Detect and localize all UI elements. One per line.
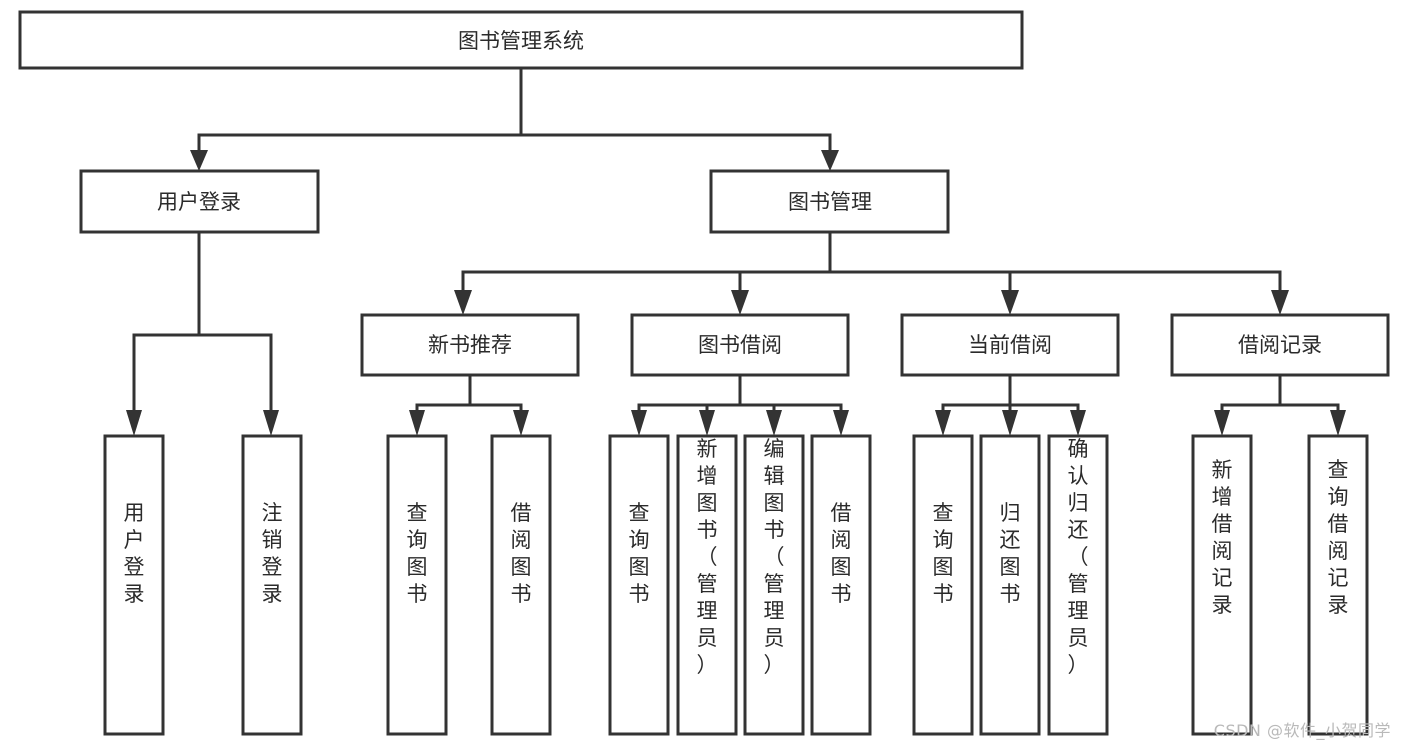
leaf-bb-query-book-box [608, 434, 670, 736]
leaf-node[interactable]: 确认归还（管理员） [1047, 434, 1109, 736]
leaf-node[interactable]: 编辑图书（管理员） [743, 434, 805, 736]
node-current-borrow[interactable]: 当前借阅 [900, 313, 1120, 377]
leaf-node[interactable]: 用户登录 [103, 434, 165, 736]
leaf-br-query-record-box [1307, 434, 1369, 736]
leaf-bb-edit-book-box [743, 434, 805, 736]
leaf-bb-borrow-book-label: 借阅图书 [831, 501, 852, 606]
node-new-book-recommend-label: 新书推荐 [428, 333, 512, 357]
arrow-to-borrow-record [1271, 290, 1289, 315]
node-new-book-recommend[interactable]: 新书推荐 [360, 313, 580, 377]
leaf-bb-add-book-box [676, 434, 738, 736]
arrow-to-user-login [190, 150, 208, 171]
arrow-book-borrow-child-3 [766, 410, 782, 436]
node-borrow-record[interactable]: 借阅记录 [1170, 313, 1390, 377]
node-book-management-label: 图书管理 [788, 190, 872, 214]
leaf-node[interactable]: 新增图书（管理员） [676, 434, 738, 736]
arrow-borrow-record-child-2 [1330, 410, 1346, 436]
leaf-nbr-borrow-book-label: 借阅图书 [511, 501, 532, 606]
arrow-to-current-borrow [1001, 290, 1019, 315]
arrow-current-borrow-child-3 [1070, 410, 1086, 436]
leaf-node[interactable]: 查询图书 [608, 434, 670, 736]
leaf-node[interactable]: 新增借阅记录 [1191, 434, 1253, 736]
leaf-br-add-record-box [1191, 434, 1253, 736]
leaf-br-add-record-label: 新增借阅记录 [1212, 458, 1233, 617]
leaf-cb-confirm-return-box [1047, 434, 1109, 736]
leaf-cb-return-book-box [979, 434, 1041, 736]
leaf-bb-borrow-book-box [810, 434, 872, 736]
node-user-login[interactable]: 用户登录 [79, 169, 320, 234]
leaf-node[interactable]: 归还图书 [979, 434, 1041, 736]
leaf-cb-confirm-return-label: 确认归还（管理员） [1068, 437, 1089, 677]
node-current-borrow-label: 当前借阅 [968, 333, 1052, 357]
arrow-current-borrow-child-1 [935, 410, 951, 436]
arrow-new-book-child-1 [409, 410, 425, 436]
arrow-book-borrow-child-2 [699, 410, 715, 436]
arrow-current-borrow-child-2 [1002, 410, 1018, 436]
leaf-cb-query-book-label: 查询图书 [933, 501, 954, 606]
leaf-node[interactable]: 查询借阅记录 [1307, 434, 1369, 736]
leaf-cb-query-book-box [912, 434, 974, 736]
leaf-node[interactable]: 借阅图书 [810, 434, 872, 736]
connectors-group [126, 66, 1346, 436]
node-root-box [18, 10, 1024, 70]
arrow-user-login-child-1 [126, 410, 142, 436]
node-user-login-box [79, 169, 320, 234]
leaf-nbr-query-book-box [386, 434, 448, 736]
leaf-nbr-borrow-book-box [490, 434, 552, 736]
csdn-watermark: CSDN @软件_小贺同学 [1213, 721, 1391, 740]
node-current-borrow-box [900, 313, 1120, 377]
leaf-node[interactable]: 借阅图书 [490, 434, 552, 736]
arrow-new-book-child-2 [513, 410, 529, 436]
leaf-node[interactable]: 查询图书 [386, 434, 448, 736]
leaf-logout-label: 注销登录 [262, 501, 283, 606]
node-borrow-record-label: 借阅记录 [1238, 333, 1322, 357]
leaf-br-query-record-label: 查询借阅记录 [1328, 458, 1349, 617]
arrow-book-borrow-child-1 [631, 410, 647, 436]
arrow-user-login-child-2 [263, 410, 279, 436]
arrow-to-book-mgmt [821, 150, 839, 171]
node-book-borrow-box [630, 313, 850, 377]
node-book-management[interactable]: 图书管理 [709, 169, 950, 234]
leaf-logout-box [241, 434, 303, 736]
leaf-node[interactable]: 注销登录 [241, 434, 303, 736]
leaf-bb-add-book-label: 新增图书（管理员） [697, 437, 718, 677]
node-root-label: 图书管理系统 [458, 29, 584, 53]
arrow-to-new-book [454, 290, 472, 315]
leaf-nbr-query-book-label: 查询图书 [407, 501, 428, 606]
arrow-to-book-borrow [731, 290, 749, 315]
leaf-node[interactable]: 查询图书 [912, 434, 974, 736]
node-book-borrow-label: 图书借阅 [698, 333, 782, 357]
node-book-management-box [709, 169, 950, 234]
arrow-book-borrow-child-4 [833, 410, 849, 436]
node-root-book-management-system[interactable]: 图书管理系统 [18, 10, 1024, 70]
node-book-borrow[interactable]: 图书借阅 [630, 313, 850, 377]
leaf-user-login-box [103, 434, 165, 736]
node-new-book-recommend-box [360, 313, 580, 377]
leaf-cb-return-book-label: 归还图书 [1000, 501, 1021, 606]
node-borrow-record-box [1170, 313, 1390, 377]
leaf-bb-query-book-label: 查询图书 [629, 501, 650, 606]
leaf-bb-edit-book-label: 编辑图书（管理员） [764, 437, 785, 677]
leaf-user-login-label: 用户登录 [124, 501, 145, 606]
arrow-borrow-record-child-1 [1214, 410, 1230, 436]
node-user-login-label: 用户登录 [157, 190, 241, 214]
